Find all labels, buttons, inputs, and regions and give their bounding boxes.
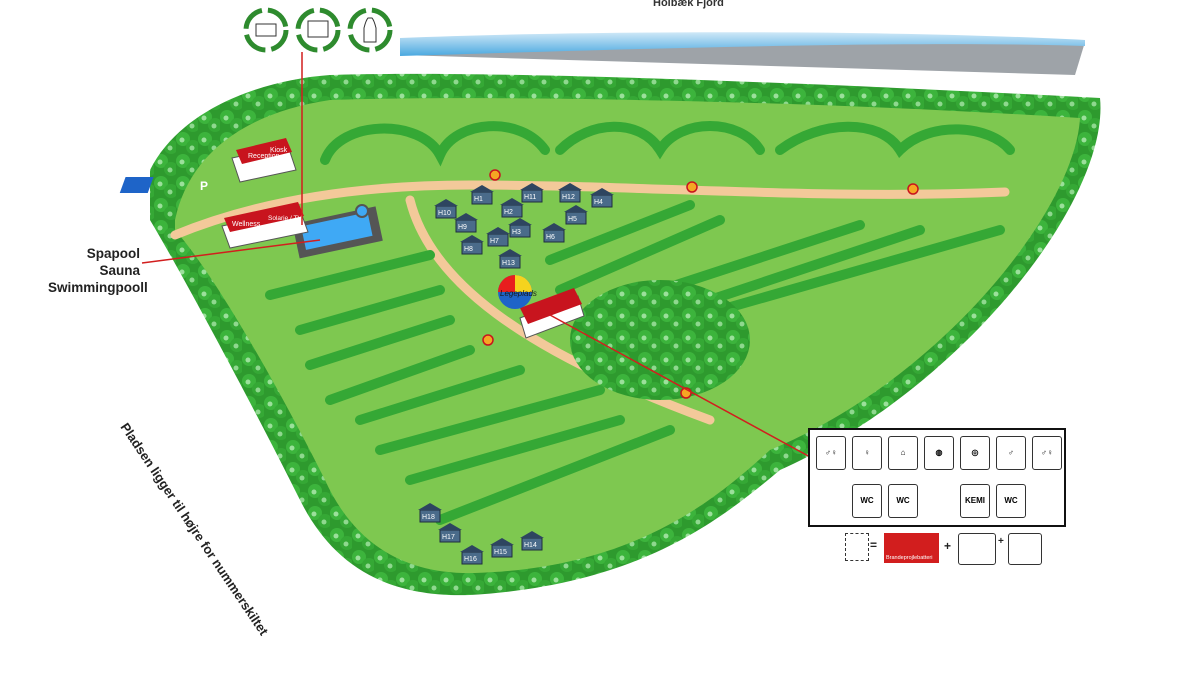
plus-sign-2: + [998,536,1004,547]
wc-men-icon: WC [996,484,1026,518]
fire-battery-label: Brandeprojlebatteri [886,555,933,561]
reception-building[interactable]: Reception Kiosk [231,138,297,183]
wellness-label: Wellness [232,221,261,228]
parking-sign: P [119,177,208,193]
hut-label: H4 [594,199,603,206]
hut-label: H7 [490,238,499,245]
hut-label: H15 [494,549,507,556]
recycle-glass-icon [347,7,393,53]
hut-label: H14 [524,542,537,549]
hut-h2[interactable]: H2 [500,198,524,218]
playground-icon[interactable]: Legeplads [498,275,537,309]
hut-label: H10 [438,210,451,217]
hut-label: H6 [546,234,555,241]
hut-h5[interactable]: H5 [564,205,588,225]
hut-label: H3 [512,229,521,236]
trash-bin-icon [1008,533,1042,565]
shower-men-icon: ♂ [996,436,1026,470]
spa-line-spapool: Spapool [86,246,140,261]
cooking-icon: ◍ [924,436,954,470]
dishwashing-icon: ⌂ [888,436,918,470]
reception-label: Reception [248,153,280,160]
facilities-legend: ♂♀ ♀ ⌂ ◍ ◎ ♂ ♂♀ WC WC KEMI WC [808,428,1066,527]
recycling-icons [243,7,393,53]
solarie-label: Solarie / TV [268,215,303,222]
wc-women-icon: WC [852,484,882,518]
hut-h10[interactable]: H10 [434,199,458,219]
fire-extinguisher-sign: Brandeprojlebatteri [884,533,939,563]
hut-h7[interactable]: H7 [486,227,510,247]
hut-label: H17 [442,534,455,541]
shower-women-icon: ♀ [852,436,882,470]
hut-h18[interactable]: H18 [418,503,442,523]
hut-h4[interactable]: H4 [590,188,614,208]
hut-label: H11 [524,194,536,201]
hut-label: H12 [562,194,575,201]
playground-building[interactable] [519,288,585,339]
hut-h9[interactable]: H9 [454,213,478,233]
hut-h1[interactable]: H1 [470,185,494,205]
wc-accessible-label: WC [896,496,910,505]
fjord-label: Holbæk Fjord [653,0,724,9]
plus-sign-1: + [944,539,952,553]
family-bathroom-icon: ♂♀ [1032,436,1062,470]
equals-sign: = [870,538,878,552]
hut-h15[interactable]: H15 [490,538,514,558]
fire-point-legend-icon [845,533,869,561]
tree-cluster [570,280,750,400]
playground-label: Legeplads [500,289,537,298]
kemi-label: KEMI [965,496,985,505]
kiosk-label: Kiosk [270,147,288,154]
recycle-cardboard-icon [295,7,341,53]
hut-h12[interactable]: H12 [558,183,582,203]
hedge-rows [265,121,1015,525]
wellness-building[interactable]: Wellness Solarie / TV [221,202,309,249]
hut-h14[interactable]: H14 [520,531,544,551]
hut-label: H8 [464,246,473,253]
hut-h17[interactable]: H17 [438,523,462,543]
hut-label: H16 [464,556,477,563]
hut-h16[interactable]: H16 [460,545,484,565]
parking-symbol: P [200,179,208,193]
hut-h3[interactable]: H3 [508,218,532,238]
hut-h11[interactable]: H11 [520,183,544,203]
hut-h6[interactable]: H6 [542,223,566,243]
toilets-icon: ♂♀ [816,436,846,470]
pointer-lines [141,52,813,459]
spa-line-swimmingpool: Swimmingpooll [48,280,148,295]
hut-label: H18 [422,514,435,521]
hut-label: H2 [504,209,513,216]
water-tap-icon [958,533,996,565]
spa-callout: Spapool Sauna Swimmingpooll [48,245,148,296]
hut-h13[interactable]: H13 [498,249,522,269]
wc-women-label: WC [860,496,874,505]
recycle-paper-icon [243,7,289,53]
hut-label: H5 [568,216,577,223]
chemical-toilet-icon: KEMI [960,484,990,518]
washing-machine-icon: ◎ [960,436,990,470]
spa-line-sauna: Sauna [99,263,140,278]
wc-men-label: WC [1004,496,1018,505]
fjord [400,32,1085,75]
hut-label: H9 [458,224,467,231]
hut-label: H1 [474,196,483,203]
wc-accessible-icon: WC [888,484,918,518]
hut-label: H13 [502,260,515,267]
hut-h8[interactable]: H8 [460,235,484,255]
